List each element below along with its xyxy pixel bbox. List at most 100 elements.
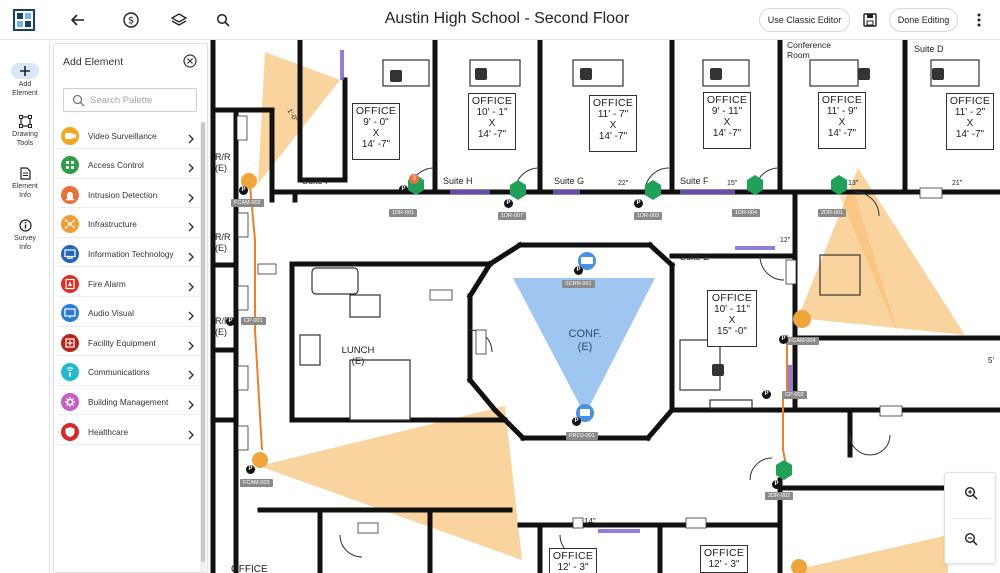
done-editing-button[interactable]: Done Editing (889, 8, 958, 32)
device-markers (241, 173, 847, 573)
zoom-out-button[interactable] (945, 519, 997, 564)
room-label-conference: CONF.(E) (568, 328, 602, 353)
device-tag-fcam-004[interactable]: FCAM-004 (786, 337, 819, 345)
palette-category-communications[interactable]: Communications (58, 360, 199, 386)
dimension-note: 14" (584, 517, 596, 526)
palette-category-healthcare[interactable]: Healthcare (58, 419, 199, 445)
document-icon (11, 165, 39, 181)
zoom-controls (944, 472, 996, 564)
floor-plan-drawing (210, 40, 1000, 573)
palette-category-facility-equipment[interactable]: Facility Equipment (58, 330, 199, 357)
device-tag-2dr-001[interactable]: 2DR-001 (818, 209, 847, 217)
room-label-lunch: LUNCH(E) (341, 345, 375, 367)
monitor-icon (61, 304, 79, 323)
p-marker: P (779, 335, 788, 344)
device-tag-scrn-001[interactable]: SCRN-001 (562, 280, 595, 288)
palette-category-video-surveillance[interactable]: Video Surveillance (58, 123, 199, 149)
palette-category-audio-visual[interactable]: Audio Visual (58, 301, 199, 327)
palette-category-label: Audio Visual (88, 308, 134, 319)
door-count-badge: 3 (409, 174, 419, 184)
dimension-note: 13" (848, 180, 859, 187)
search-palette (63, 88, 197, 112)
camera-icon (61, 126, 79, 145)
p-marker: P (772, 480, 781, 489)
room-label-restroom: R/R(E) (215, 232, 231, 253)
palette-category-access-control[interactable]: Access Control (58, 153, 199, 179)
palette-category-infrastructure[interactable]: Infrastructure (58, 212, 199, 238)
use-classic-editor-button[interactable]: Use Classic Editor (759, 8, 850, 32)
device-tag-1dr-003[interactable]: 1DR-003 (634, 212, 663, 220)
dollar-circle-icon[interactable]: $ (120, 9, 142, 31)
dimension-note: 15" (727, 180, 738, 187)
chevron-right-icon (187, 397, 195, 410)
office-label: OFFICE (231, 564, 268, 573)
scrollbar-thumb[interactable] (201, 122, 205, 562)
palette-category-intrusion-detection[interactable]: Intrusion Detection (58, 182, 199, 209)
zoom-in-button[interactable] (945, 473, 997, 518)
p-marker: P (239, 186, 248, 195)
palette-category-label: Facility Equipment (88, 337, 156, 348)
close-icon[interactable] (183, 54, 197, 68)
scrollbar[interactable] (200, 122, 206, 572)
palette-category-label: Healthcare (88, 426, 129, 437)
p-marker: P (762, 390, 771, 399)
chevron-right-icon (187, 308, 195, 321)
p-marker: P (634, 199, 643, 208)
top-bar: $ Austin High School - Second Floor Use … (0, 0, 1000, 40)
palette-category-label: Fire Alarm (88, 278, 126, 289)
layers-icon[interactable] (168, 9, 190, 31)
dimension-note: 5' (988, 356, 994, 365)
device-tag-1dr-001[interactable]: 1DR-001 (389, 209, 418, 217)
palette-category-label: Information Technology (88, 248, 174, 259)
dimension-note: 21" (952, 180, 963, 187)
suite-label: Suite I (302, 176, 328, 186)
device-tag-1dr-007[interactable]: 1DR-007 (498, 212, 527, 220)
search-palette-input[interactable] (90, 93, 190, 108)
p-marker: P (226, 317, 235, 326)
p-marker: P (572, 417, 581, 426)
computer-icon (61, 244, 79, 263)
more-vertical-icon[interactable] (968, 9, 990, 31)
drawing-tools-icon (11, 113, 39, 129)
fire-alarm-icon (61, 274, 79, 293)
palette-category-building-management[interactable]: Building Management (58, 389, 199, 416)
chevron-right-icon (187, 190, 195, 203)
suite-label: Suite H (443, 176, 473, 186)
camera-coverage-fcam-005 (795, 535, 948, 573)
suite-label: Suite D (914, 44, 944, 54)
device-tag-2dr-002[interactable]: 2DR-002 (765, 492, 794, 500)
arrow-left-icon[interactable] (67, 9, 89, 31)
device-tag-fcam-003[interactable]: FCAM-003 (240, 479, 273, 487)
p-marker: P (399, 185, 408, 194)
page-title: Austin High School - Second Floor (384, 10, 630, 27)
device-tag-1dr-004[interactable]: 1DR-004 (732, 209, 761, 217)
palette-category-fire-alarm[interactable]: Fire Alarm (58, 271, 199, 297)
chevron-right-icon (187, 249, 195, 262)
device-tag-cp-002[interactable]: CP-002 (782, 391, 807, 399)
search-icon[interactable] (212, 9, 234, 31)
logo-icon[interactable] (13, 9, 35, 31)
palette-category-information-technology[interactable]: Information Technology (58, 241, 199, 268)
save-icon[interactable] (859, 9, 881, 31)
palette-category-label: Building Management (88, 396, 169, 407)
device-tag-fcam-002[interactable]: FCAM-002 (231, 199, 264, 207)
device-tag-cp-001[interactable]: CP-001 (241, 317, 266, 325)
equipment-icon (61, 333, 79, 352)
shield-icon (61, 422, 79, 441)
device-tag-proj-001[interactable]: PROJ-001 (566, 432, 598, 440)
